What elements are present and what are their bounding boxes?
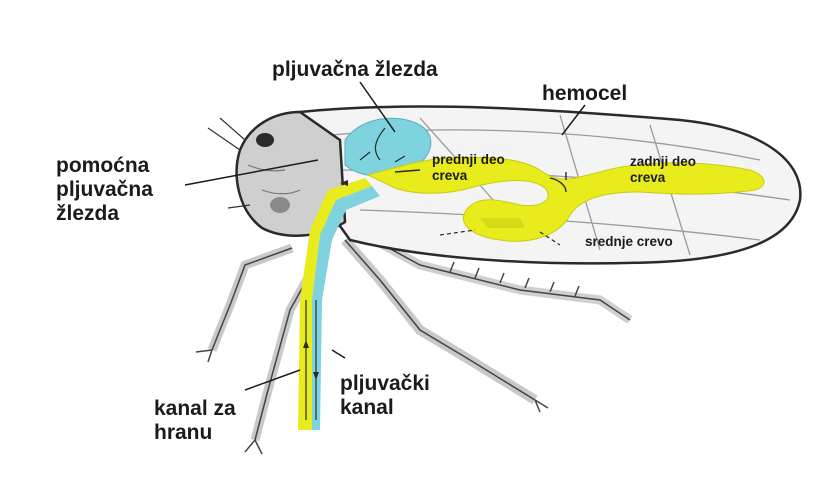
label-accessory-salivary-gland: pomoćna pljuvačna žlezda <box>56 154 153 226</box>
label-foregut: prednji deo creva <box>432 152 505 183</box>
label-salivary-canal: pljuvački kanal <box>340 372 430 420</box>
label-salivary-gland: pljuvačna žlezda <box>272 58 438 82</box>
label-midgut: srednje crevo <box>585 234 673 250</box>
label-hindgut: zadnji deo creva <box>630 154 696 185</box>
label-hemocoel: hemocel <box>542 82 627 106</box>
label-food-canal: kanal za hranu <box>154 397 236 445</box>
